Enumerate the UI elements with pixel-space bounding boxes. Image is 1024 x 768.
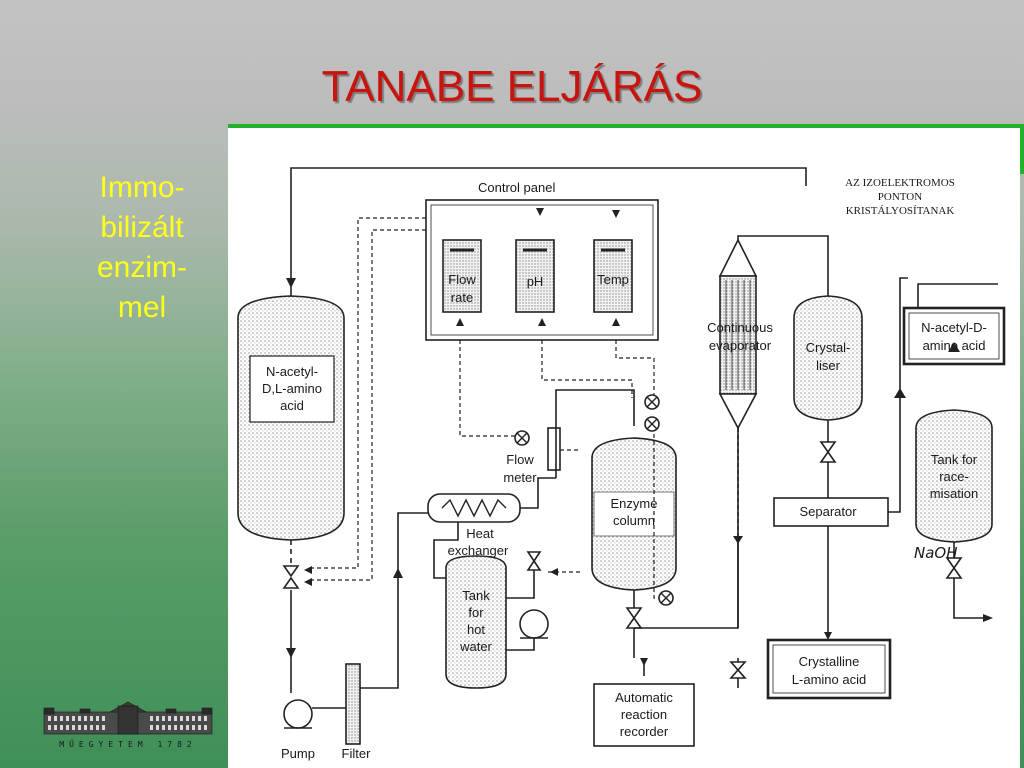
flow-rate-label: Flow [448, 272, 476, 287]
filter-symbol [345, 663, 361, 745]
heat-exchanger [427, 493, 521, 523]
side-caption-line: Immo- [99, 171, 185, 204]
university-building-logo [43, 701, 213, 735]
logo-caption: MŰEGYETEM 1782 [59, 740, 197, 749]
recorder-label: recorder [620, 724, 669, 739]
ph-gauge [515, 239, 555, 313]
feed-tank-label: N-acetyl- [266, 364, 318, 379]
side-caption-line: mel [117, 291, 167, 324]
flow-meter-label: meter [503, 470, 537, 485]
l-product-label: Crystalline [799, 654, 860, 669]
ph-label: pH [527, 274, 544, 289]
flow-rate-gauge [442, 239, 482, 313]
enzyme-column-label: column [613, 513, 655, 528]
hot-water-tank [445, 555, 507, 689]
separator-label: Separator [799, 504, 857, 519]
reaction-recorder [593, 683, 695, 747]
l-amino-acid-product [766, 638, 892, 700]
note-line: PONTON [878, 191, 922, 203]
pump-label: Pump [281, 746, 315, 761]
title-underline [228, 124, 1024, 128]
crystalliser-label: liser [816, 358, 841, 373]
racemisation-tank [915, 409, 993, 543]
crystalliser [793, 295, 863, 421]
racemisation-label: Tank for [931, 452, 978, 467]
hot-water-tank-label: for [468, 605, 484, 620]
naoh-label: NaOH [914, 544, 958, 562]
enzyme-column-label: Enzyme [611, 496, 658, 511]
flow-meter-label: Flow [506, 452, 534, 467]
note-line: KRISTÁLYOSÍTANAK [846, 205, 955, 217]
crystalliser-label: Crystal- [806, 340, 851, 355]
d-product-label: N-acetyl-D- [921, 320, 987, 335]
l-product-label: L-amino acid [792, 672, 866, 687]
pump-symbol [283, 699, 313, 729]
racemisation-label: misation [930, 486, 978, 501]
racemisation-label: race- [939, 469, 969, 484]
hot-water-tank-label: water [459, 639, 492, 654]
title-underline-corner [1020, 124, 1024, 174]
feed-tank-label: acid [280, 398, 304, 413]
recorder-label: reaction [621, 707, 667, 722]
side-caption: Immo- bilizált enzim- mel [84, 168, 200, 328]
filter-label: Filter [342, 746, 372, 761]
evaporator-label: Continuous [707, 320, 773, 335]
temp-gauge [593, 239, 633, 313]
d-product-label: amino acid [923, 338, 986, 353]
recorder-label: Automatic [615, 690, 673, 705]
feed-tank-label: D,L-amino [262, 381, 322, 396]
flow-meter [547, 427, 561, 471]
note-line: AZ IZOELEKTROMOS [845, 177, 955, 189]
hot-water-tank-label: Tank [462, 588, 490, 603]
flow-rate-label: rate [451, 290, 473, 305]
control-panel-label: Control panel [478, 180, 555, 195]
evaporator-label: evaporator [709, 338, 772, 353]
process-flow-svg: Control panel AZ IZOELEKTROMOS PONTON KR… [237, 167, 1006, 761]
hot-water-tank-label: hot [467, 622, 485, 637]
slide-title: TANABE ELJÁRÁS [321, 62, 703, 111]
temp-label: Temp [597, 272, 629, 287]
d-amino-acid-product [902, 306, 1006, 366]
side-caption-line: bilizált [100, 211, 184, 244]
heat-exchanger-label: exchanger [448, 543, 509, 558]
process-diagram: Control panel AZ IZOELEKTROMOS PONTON KR… [228, 128, 1020, 768]
side-caption-line: enzim- [96, 251, 187, 284]
heat-exchanger-label: Heat [466, 526, 494, 541]
